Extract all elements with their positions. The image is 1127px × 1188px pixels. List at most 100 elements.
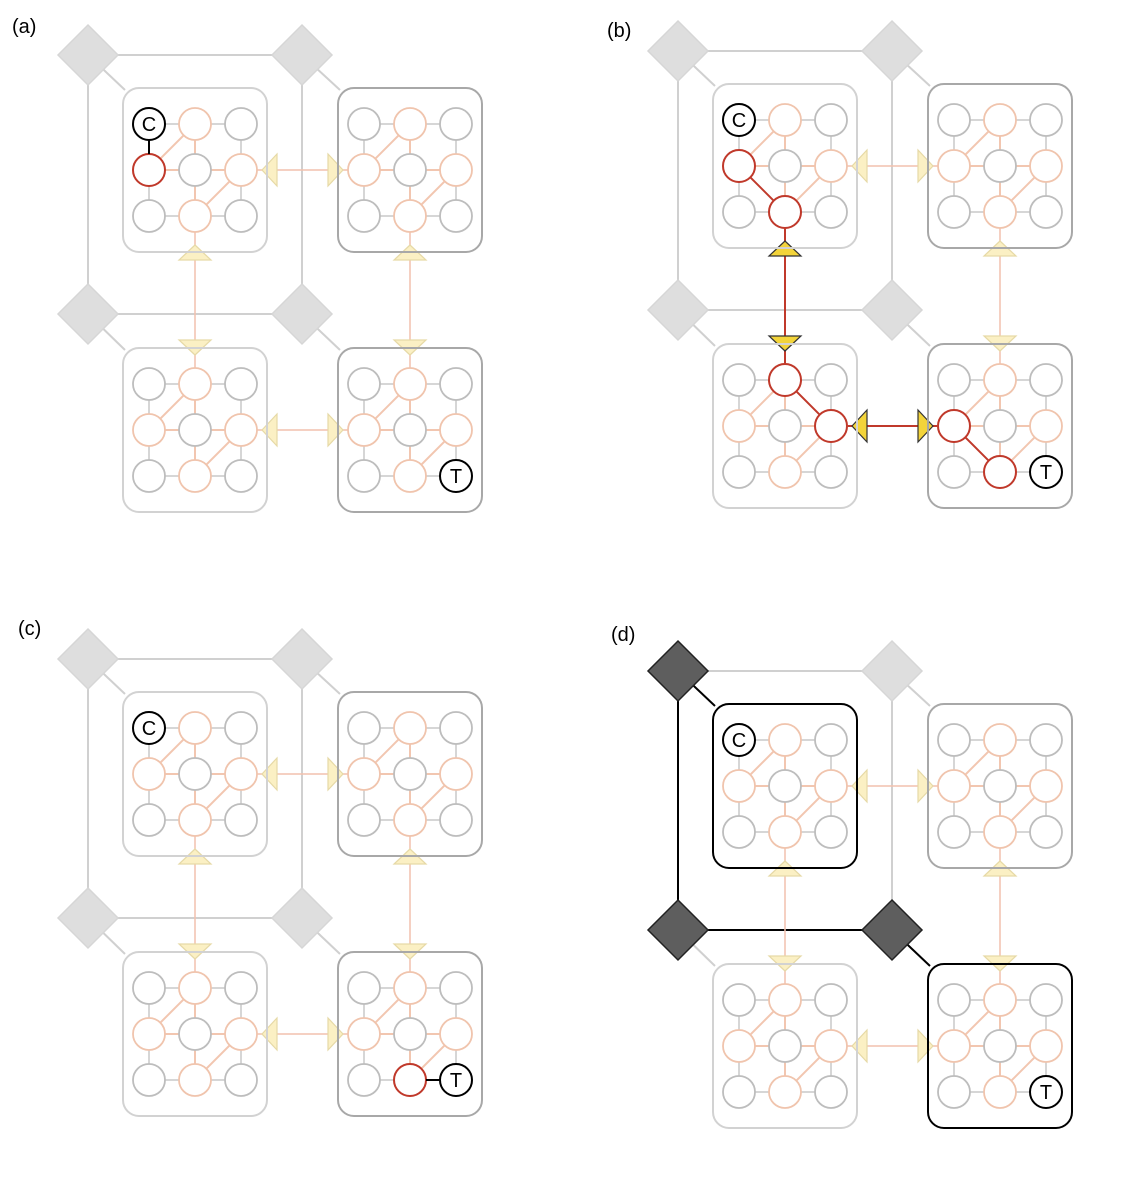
path-node <box>768 195 802 229</box>
control-circle <box>722 723 756 757</box>
cell-top-right <box>927 703 1073 869</box>
link-arrow-right <box>327 756 344 792</box>
qubit-node <box>439 757 473 791</box>
qubit-node <box>224 413 258 447</box>
link-arrow-left <box>851 408 868 444</box>
hub-bottom-right <box>860 278 924 342</box>
qubit-node <box>722 815 756 849</box>
control-node: C <box>132 711 166 745</box>
qubit-node <box>814 195 848 229</box>
link-arrow-right <box>917 148 934 184</box>
hub-bottom-left <box>56 282 120 346</box>
qubit-node <box>132 413 166 447</box>
qubit-node <box>393 367 427 401</box>
target-label: T <box>450 466 462 488</box>
hub-top-left <box>646 639 710 703</box>
qubit-node <box>1029 149 1063 183</box>
path-node <box>722 149 756 183</box>
qubit-node <box>768 455 802 489</box>
target-circle <box>439 459 473 493</box>
cell-bottom-right <box>927 963 1073 1129</box>
qubit-node <box>178 711 212 745</box>
qubit-node <box>439 153 473 187</box>
link-arrow-right <box>327 152 344 188</box>
cell-bottom-left <box>712 963 858 1129</box>
coupler-edge <box>159 998 185 1024</box>
qubit-node <box>224 107 258 141</box>
link-arrow-left <box>261 1016 278 1052</box>
coupler-edge <box>159 134 185 160</box>
path-node <box>768 363 802 397</box>
qubit-node <box>722 455 756 489</box>
hub-top-right <box>860 19 924 83</box>
qubit-node <box>1029 1029 1063 1063</box>
target-node: T <box>439 459 473 493</box>
link-arrow-right <box>327 1016 344 1052</box>
qubit-node <box>768 149 802 183</box>
qubit-node <box>347 803 381 837</box>
coupler-edge <box>749 130 775 156</box>
hub-bottom-right <box>270 886 334 950</box>
qubit-node <box>347 459 381 493</box>
qubit-node <box>937 195 971 229</box>
qubit-node <box>132 757 166 791</box>
qubit-node <box>347 153 381 187</box>
coupler-edge <box>159 394 185 420</box>
qubit-node <box>347 757 381 791</box>
link-arrow-left <box>261 152 278 188</box>
coupler-edge <box>374 134 400 160</box>
qubit-node <box>937 815 971 849</box>
coupler-edge <box>420 1044 446 1070</box>
path-edge <box>795 390 821 416</box>
link-arrow-right <box>917 768 934 804</box>
control-node: C <box>132 107 166 141</box>
coupler-edge <box>1010 176 1036 202</box>
qubit-node <box>439 1017 473 1051</box>
link-arrow-right <box>327 412 344 448</box>
cell-bottom-right <box>337 951 483 1117</box>
qubit-node <box>132 971 166 1005</box>
coupler-edge <box>420 440 446 466</box>
control-node: C <box>722 103 756 137</box>
qubit-node <box>439 107 473 141</box>
qubit-node <box>814 769 848 803</box>
target-label: T <box>450 1070 462 1092</box>
qubit-node <box>178 153 212 187</box>
qubit-node <box>768 409 802 443</box>
qubit-node <box>937 1075 971 1109</box>
qubit-node <box>224 1017 258 1051</box>
path-node <box>983 455 1017 489</box>
hub-top-left <box>56 627 120 691</box>
control-label: C <box>142 114 156 136</box>
qubit-node <box>439 367 473 401</box>
qubit-node <box>983 195 1017 229</box>
qubit-node <box>393 459 427 493</box>
hub-top-right <box>270 627 334 691</box>
panel-c: CT <box>56 627 483 1117</box>
cell-top-right <box>927 83 1073 249</box>
path-node <box>937 409 971 443</box>
target-node: T <box>439 1063 473 1097</box>
qubit-node <box>814 455 848 489</box>
qubit-node <box>937 363 971 397</box>
qubit-node <box>1029 723 1063 757</box>
panel-label-d: (d) <box>611 624 636 646</box>
coupler-edge <box>749 390 775 416</box>
qubit-node <box>393 971 427 1005</box>
qubit-node <box>983 983 1017 1017</box>
qubit-node <box>178 971 212 1005</box>
qubit-node <box>393 199 427 233</box>
path-node <box>132 153 166 187</box>
qubit-node <box>439 971 473 1005</box>
qubit-node <box>768 1029 802 1063</box>
qubit-node <box>814 149 848 183</box>
hub-top-right <box>270 23 334 87</box>
qubit-node <box>814 723 848 757</box>
qubit-node <box>132 1063 166 1097</box>
qubit-node <box>937 723 971 757</box>
qubit-node <box>347 1017 381 1051</box>
qubit-node <box>347 1063 381 1097</box>
hub-top-left <box>56 23 120 87</box>
qubit-node <box>132 367 166 401</box>
qubit-node <box>347 107 381 141</box>
